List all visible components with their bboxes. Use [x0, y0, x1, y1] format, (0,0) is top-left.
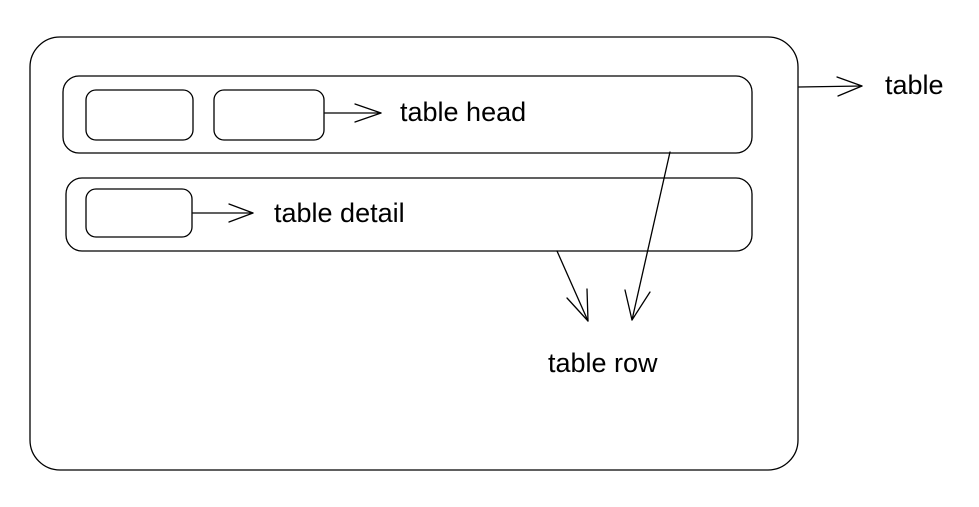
- table-detail-row-box: [65, 177, 753, 252]
- arrow-head-to-table-row: [624, 151, 671, 321]
- arrow-to-table-head: [324, 103, 382, 123]
- label-table-detail: table detail: [274, 198, 405, 228]
- arrow-to-table: [798, 76, 863, 97]
- table-head-row-box: [62, 75, 753, 154]
- label-table-row: table row: [548, 348, 658, 378]
- table-head-cell-2: [213, 89, 325, 141]
- table-head-cell-1: [85, 89, 194, 141]
- arrow-detail-to-table-row: [556, 250, 589, 322]
- table-box: [29, 36, 799, 471]
- label-table-head: table head: [400, 97, 526, 127]
- table-detail-cell: [85, 188, 193, 238]
- label-table: table: [885, 70, 944, 100]
- arrow-to-table-detail: [192, 203, 254, 223]
